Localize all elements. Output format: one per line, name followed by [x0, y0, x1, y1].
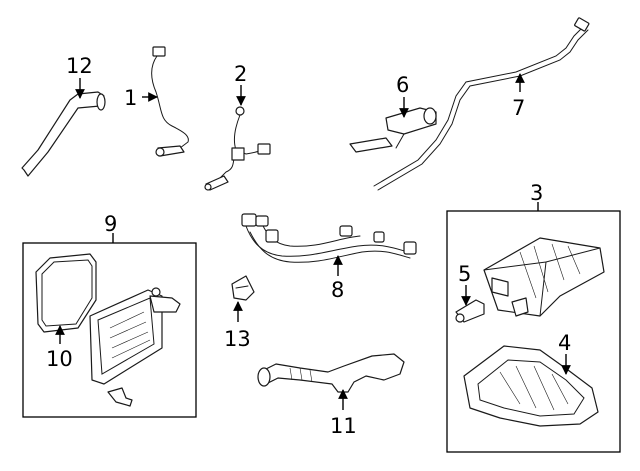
callout-1: 1 [124, 86, 137, 110]
callout-8: 8 [331, 278, 344, 302]
part-8-wiring-harness [241, 213, 417, 263]
part-13-bracket [231, 275, 255, 301]
part-5-fitting [455, 299, 485, 323]
part-11-hose [257, 353, 405, 393]
callout-6: 6 [396, 73, 409, 97]
callout-5: 5 [458, 262, 471, 286]
callout-12: 12 [66, 54, 93, 78]
callout-3: 3 [530, 181, 543, 205]
callout-4: 4 [558, 331, 571, 355]
callout-7: 7 [512, 96, 525, 120]
callout-13: 13 [224, 327, 251, 351]
part-2-oxygen-sensor [204, 106, 271, 191]
callout-10: 10 [46, 347, 73, 371]
part-12-tube [21, 91, 106, 177]
box-3 [446, 210, 621, 453]
part-6-purge-valve [349, 107, 437, 153]
part-1-oxygen-sensor [151, 46, 189, 157]
part-10-cover [35, 253, 97, 333]
part-3-canister [483, 237, 605, 317]
part-4-shield [463, 345, 599, 427]
box-9 [22, 242, 197, 418]
callout-11: 11 [330, 414, 357, 438]
callout-9: 9 [104, 212, 117, 236]
callout-2: 2 [234, 62, 247, 86]
part-9-module [89, 287, 181, 407]
part-7-vapor-tube [373, 17, 590, 191]
